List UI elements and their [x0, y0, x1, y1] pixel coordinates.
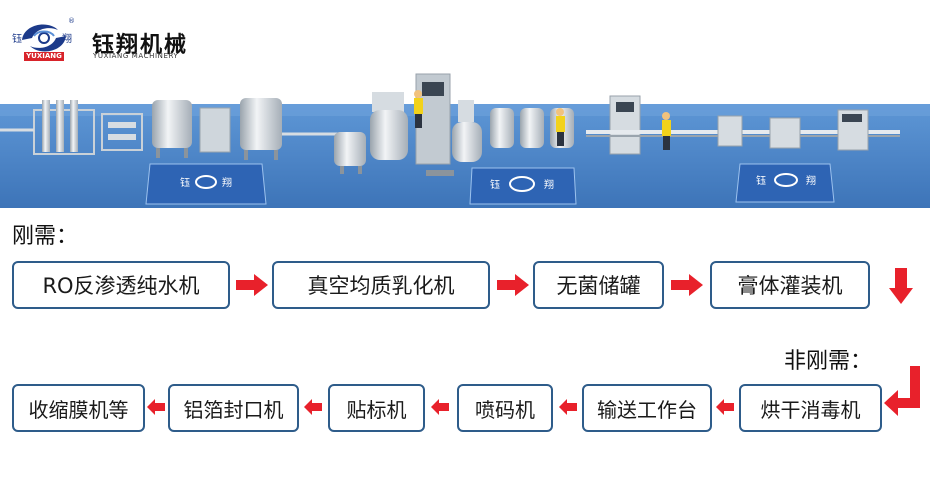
- small-mixer: [334, 132, 366, 174]
- arrow-left-icon: [716, 399, 734, 415]
- panel-char-right: 钰: [756, 175, 766, 187]
- arrow-left-icon: [304, 399, 322, 415]
- step-drying-sterilizer: 烘干消毒机: [739, 384, 882, 432]
- optional-section-label: 非刚需：: [784, 349, 873, 374]
- logo-right-char: 翔: [62, 34, 72, 45]
- step-coding-machine: 喷码机: [457, 384, 553, 432]
- step-ro-water-machine: RO反渗透纯水机: [12, 261, 230, 309]
- arrow-left-icon: [559, 399, 577, 415]
- panel-char-center: 钰: [490, 179, 500, 191]
- filling-machine: [609, 95, 641, 155]
- step-vacuum-emulsifier: 真空均质乳化机: [272, 261, 490, 309]
- step-labeling-machine: 贴标机: [328, 384, 425, 432]
- worker-figure: [414, 90, 423, 128]
- step-foil-sealing-machine: 铝箔封口机: [168, 384, 299, 432]
- floor-panel-left: 钰 翔: [145, 163, 267, 205]
- arrow-down-icon: [889, 268, 913, 304]
- storage-tank-2: [240, 98, 282, 160]
- arrow-left-icon: [147, 399, 165, 415]
- arrow-right-icon: [236, 274, 268, 296]
- labeling-machine: [769, 117, 801, 149]
- ro-water-machine: [33, 100, 143, 155]
- vacuum-emulsifier: [370, 73, 482, 176]
- step-conveyor-table: 输送工作台: [582, 384, 712, 432]
- production-line-illustration: 钰 翔 钰 翔 钰 翔: [0, 73, 930, 208]
- storage-tank: [152, 100, 192, 158]
- floor-panel-right: 钰 翔: [735, 163, 835, 203]
- panel-char-left-2: 翔: [222, 176, 232, 189]
- arrow-right-icon: [671, 274, 703, 296]
- panel-char-left: 钰: [180, 177, 190, 189]
- worker-figure-2: [556, 108, 565, 146]
- step-paste-filling-machine: 膏体灌装机: [710, 261, 870, 309]
- arrow-right-icon: [497, 274, 529, 296]
- step-aseptic-tank: 无菌储罐: [533, 261, 664, 309]
- coding-machine: [717, 115, 743, 147]
- step-shrink-wrap-machine: 收缩膜机等: [12, 384, 145, 432]
- logo-left-char: 钰: [12, 34, 22, 45]
- brand-name-en: YUXIANG MACHINERY: [93, 52, 179, 60]
- floor-panel-center: 钰 翔: [469, 167, 577, 205]
- panel-char-center-2: 翔: [544, 178, 554, 191]
- arrow-elbow-icon: [884, 366, 920, 416]
- yuxiang-swirl-logo-icon: [22, 24, 66, 52]
- registered-mark: ®: [68, 17, 75, 25]
- logo-tag: YUXIANG: [24, 52, 64, 61]
- worker-figure-3: [662, 112, 671, 150]
- panel-char-right-2: 翔: [806, 174, 816, 187]
- required-section-label: 刚需：: [12, 224, 79, 249]
- brand-name-cn: 钰翔机械: [92, 33, 189, 58]
- control-cabinet: [199, 107, 231, 153]
- arrow-left-icon: [431, 399, 449, 415]
